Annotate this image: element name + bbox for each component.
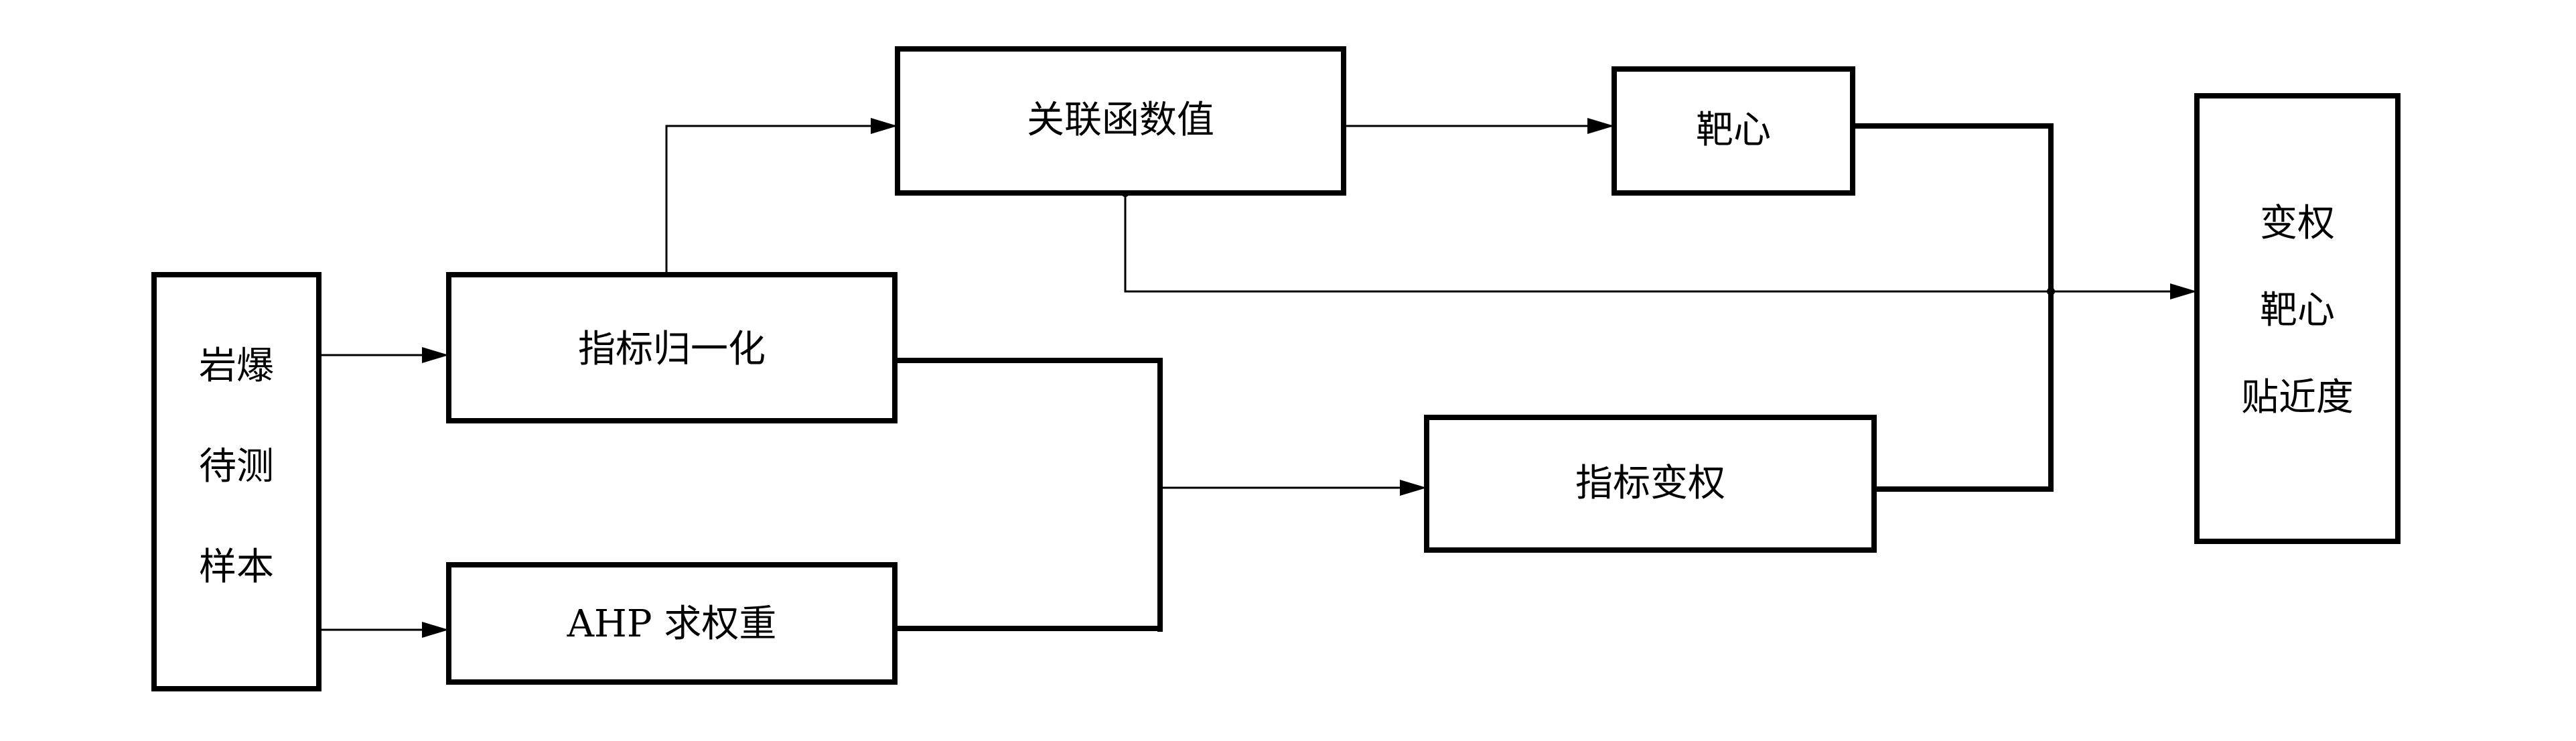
box-ahp: AHP 求权重: [446, 562, 898, 685]
box-variable-weight: 指标变权: [1424, 415, 1877, 553]
box-sample: 岩爆 待测 样本: [151, 272, 321, 691]
box-correlation: 关联函数值: [895, 46, 1346, 196]
sample-label-line1: 岩爆: [199, 344, 274, 388]
connector-target-to-junction: [1854, 123, 2054, 492]
box-normalize: 指标归一化: [446, 272, 898, 423]
sample-label-line3: 样本: [199, 545, 274, 589]
target-label: 靶心: [1696, 109, 1771, 152]
ahp-label: AHP 求权重: [567, 602, 777, 646]
box-result: 变权 靶心 贴近度: [2194, 93, 2401, 544]
arrow-normalize-to-correlation: [665, 118, 898, 273]
normalize-label: 指标归一化: [578, 328, 766, 371]
result-label-line1: 变权: [2260, 202, 2335, 245]
arrow-correlation-to-result: [1124, 193, 2197, 299]
connectors: [320, 118, 2197, 638]
result-label-line3: 贴近度: [2241, 376, 2354, 419]
box-target: 靶心: [1612, 66, 1855, 196]
variable-weight-label: 指标变权: [1575, 462, 1725, 505]
connector-normalize-merge: [898, 358, 1163, 632]
sample-label-line2: 待测: [199, 445, 274, 488]
correlation-label: 关联函数值: [1027, 98, 1214, 142]
result-label-line2: 靶心: [2260, 289, 2335, 332]
